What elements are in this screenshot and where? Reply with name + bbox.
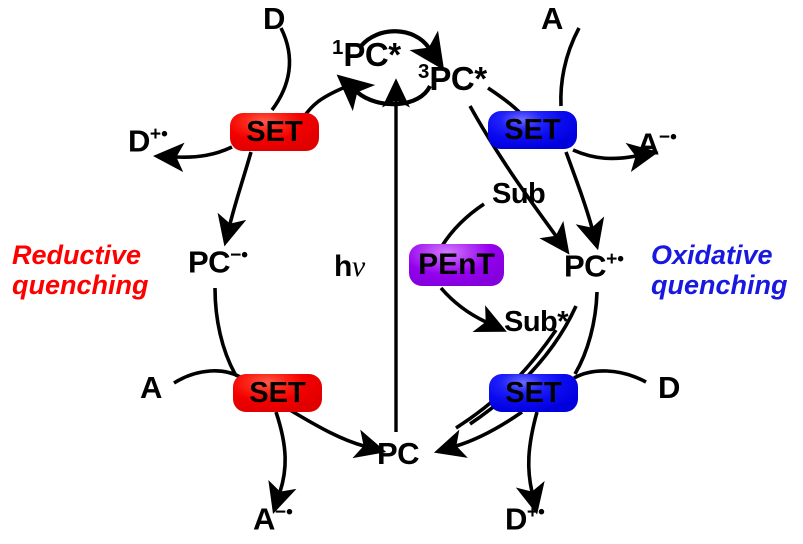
reductive-donor-input-label: D [263, 1, 285, 36]
triplet-excited-state-label: 3PC* [418, 60, 487, 97]
singlet-excited-state-label: 1PC* [332, 36, 401, 73]
pc-radical-anion-base: PC [188, 244, 231, 280]
pc-radical-cation-base: PC [564, 248, 607, 284]
donor-radical-cation-charge: +• [149, 124, 168, 145]
excited-substrate-label: Sub* [504, 306, 569, 338]
oxidative-acceptor-input-label: A [541, 1, 563, 36]
pent-box[interactable]: PEnT [409, 244, 504, 286]
oxidative-donor-radical-cation-charge: +• [526, 502, 545, 523]
pent-box-label: PEnT [418, 248, 495, 281]
reductive-acceptor-input-label: A [140, 370, 162, 405]
photon-excitation-label: hν [334, 252, 365, 282]
pc-radical-cation-charge: +• [606, 249, 625, 270]
set-box-reductive-top[interactable]: SET [230, 113, 319, 151]
pc-radical-cation-label: PC+• [564, 250, 624, 281]
oxidative-acceptor-radical-anion-charge: −• [658, 127, 677, 148]
set-box-oxidative-top-label: SET [504, 113, 561, 146]
set-box-reductive-bottom-label: SET [249, 376, 306, 409]
reductive-caption-line2: quenching [12, 270, 149, 301]
substrate-label: Sub [492, 178, 546, 210]
oxidative-donor-radical-cation-base: D [505, 501, 527, 537]
acceptor-radical-anion-label: A−• [253, 503, 293, 534]
acceptor-radical-anion-base: A [253, 501, 275, 537]
donor-radical-cation-base: D [128, 123, 150, 159]
oxidative-donor-input-label: D [658, 370, 680, 405]
reductive-quenching-caption: Reductive quenching [12, 240, 149, 300]
triplet-species: PC* [429, 60, 487, 97]
set-box-oxidative-top[interactable]: SET [488, 111, 577, 149]
singlet-multiplicity: 1 [332, 36, 344, 59]
singlet-species: PC* [343, 36, 401, 73]
acceptor-radical-anion-charge: −• [274, 502, 293, 523]
oxidative-quenching-caption: Oxidative quenching [651, 240, 788, 300]
planck-constant-symbol: h [334, 250, 352, 283]
oxidative-acceptor-radical-anion-label: A−• [637, 128, 677, 159]
frequency-symbol: ν [351, 250, 365, 283]
ground-state-photocatalyst-label: PC [377, 436, 420, 471]
set-box-reductive-top-label: SET [246, 115, 303, 148]
oxidative-acceptor-radical-anion-base: A [637, 126, 659, 162]
triplet-multiplicity: 3 [418, 60, 430, 83]
oxidative-caption-line2: quenching [651, 270, 788, 301]
pc-radical-anion-label: PC−• [188, 246, 248, 277]
oxidative-caption-line1: Oxidative [651, 240, 773, 270]
oxidative-donor-radical-cation-label: D+• [505, 503, 545, 534]
reductive-caption-line1: Reductive [12, 240, 142, 270]
pc-radical-anion-charge: −• [230, 245, 249, 266]
set-box-reductive-bottom[interactable]: SET [233, 374, 322, 412]
set-box-oxidative-bottom-label: SET [505, 376, 562, 409]
set-box-oxidative-bottom[interactable]: SET [489, 374, 578, 412]
donor-radical-cation-label: D+• [128, 125, 168, 156]
